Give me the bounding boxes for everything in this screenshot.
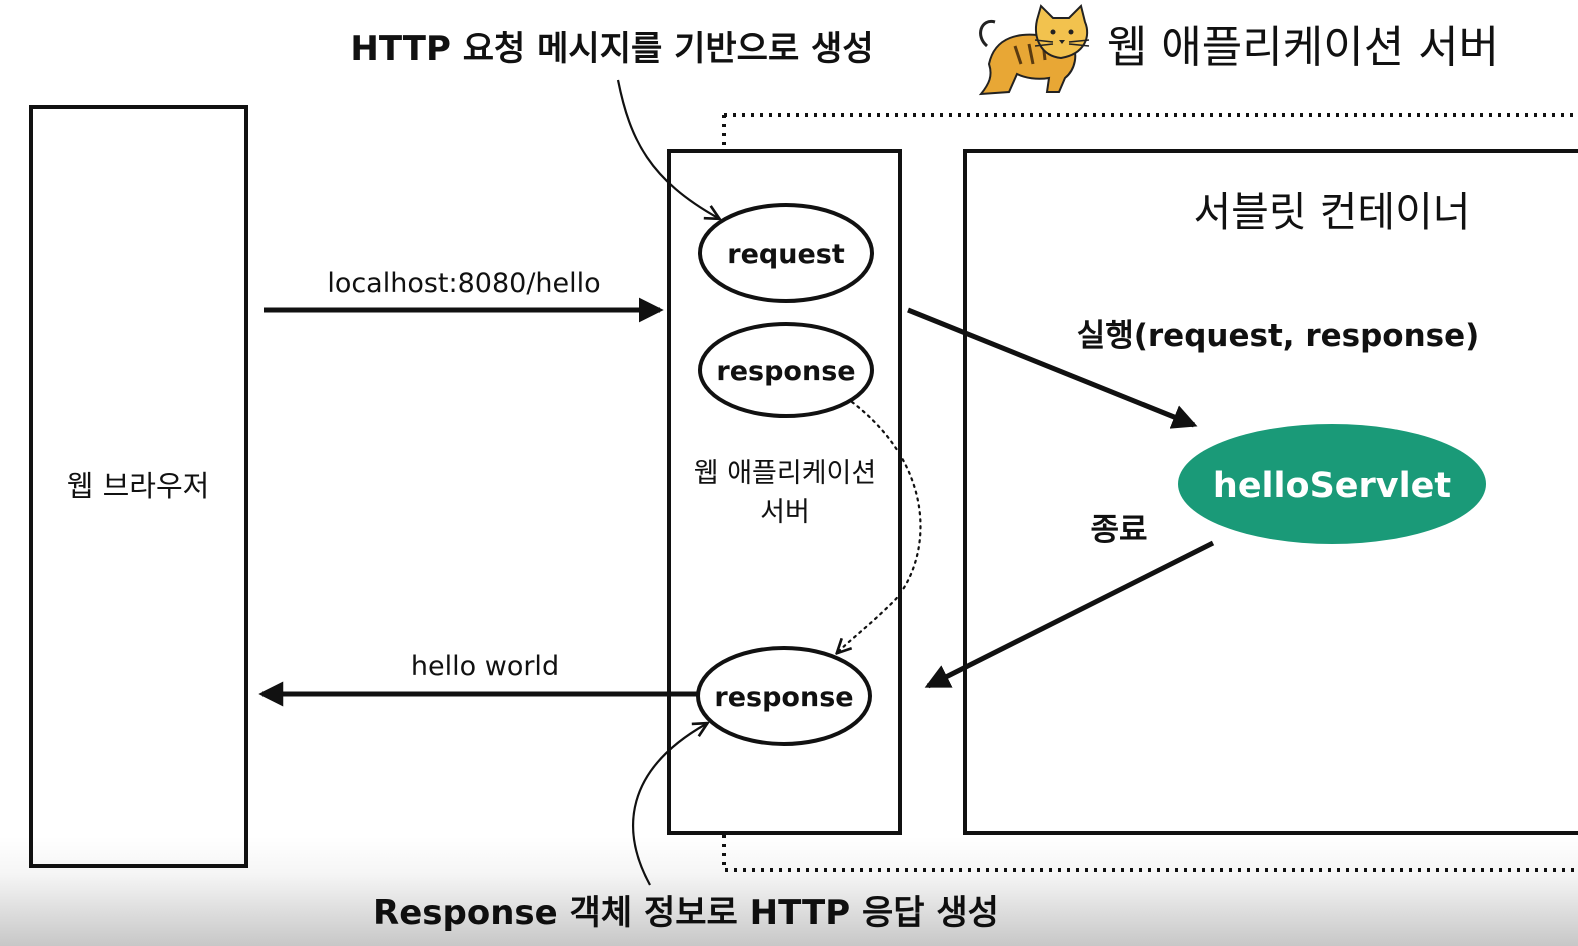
response-top-label: response — [716, 356, 855, 387]
request-oval — [698, 203, 874, 303]
response-bottom-label: response — [714, 682, 853, 713]
top-annotation: HTTP 요청 메시지를 기반으로 생성 — [350, 29, 873, 69]
tomcat-cat-icon — [978, 4, 1090, 96]
request-url-label: localhost:8080/hello — [327, 268, 600, 299]
was-boundary — [722, 113, 1578, 872]
bottom-annotation-pointer — [632, 724, 706, 886]
execute-arrow — [907, 307, 1198, 429]
server-title: 웹 애플리케이션 서버 — [1107, 22, 1499, 73]
browser-label: 웹 브라우저 — [67, 469, 210, 503]
servlet-container-label: 서블릿 컨테이너 — [1193, 188, 1470, 236]
finish-arrow — [924, 540, 1215, 689]
top-annotation-pointer — [616, 79, 718, 218]
hello-servlet-label: helloServlet — [1213, 466, 1451, 506]
was-label-line2: 서버 — [760, 497, 810, 528]
response-copy-dotted-arrow — [838, 400, 922, 652]
request-label: request — [727, 239, 845, 270]
reply-label: hello world — [411, 651, 559, 682]
response-top-oval — [698, 322, 874, 418]
finish-label: 종료 — [1090, 512, 1147, 548]
execute-label: 실행(request, response) — [1077, 318, 1480, 354]
hello-servlet-oval — [1178, 424, 1486, 544]
browser-box — [29, 105, 248, 868]
bottom-annotation: Response 객체 정보로 HTTP 응답 생성 — [373, 893, 999, 933]
was-label-line1: 웹 애플리케이션 — [694, 458, 876, 489]
